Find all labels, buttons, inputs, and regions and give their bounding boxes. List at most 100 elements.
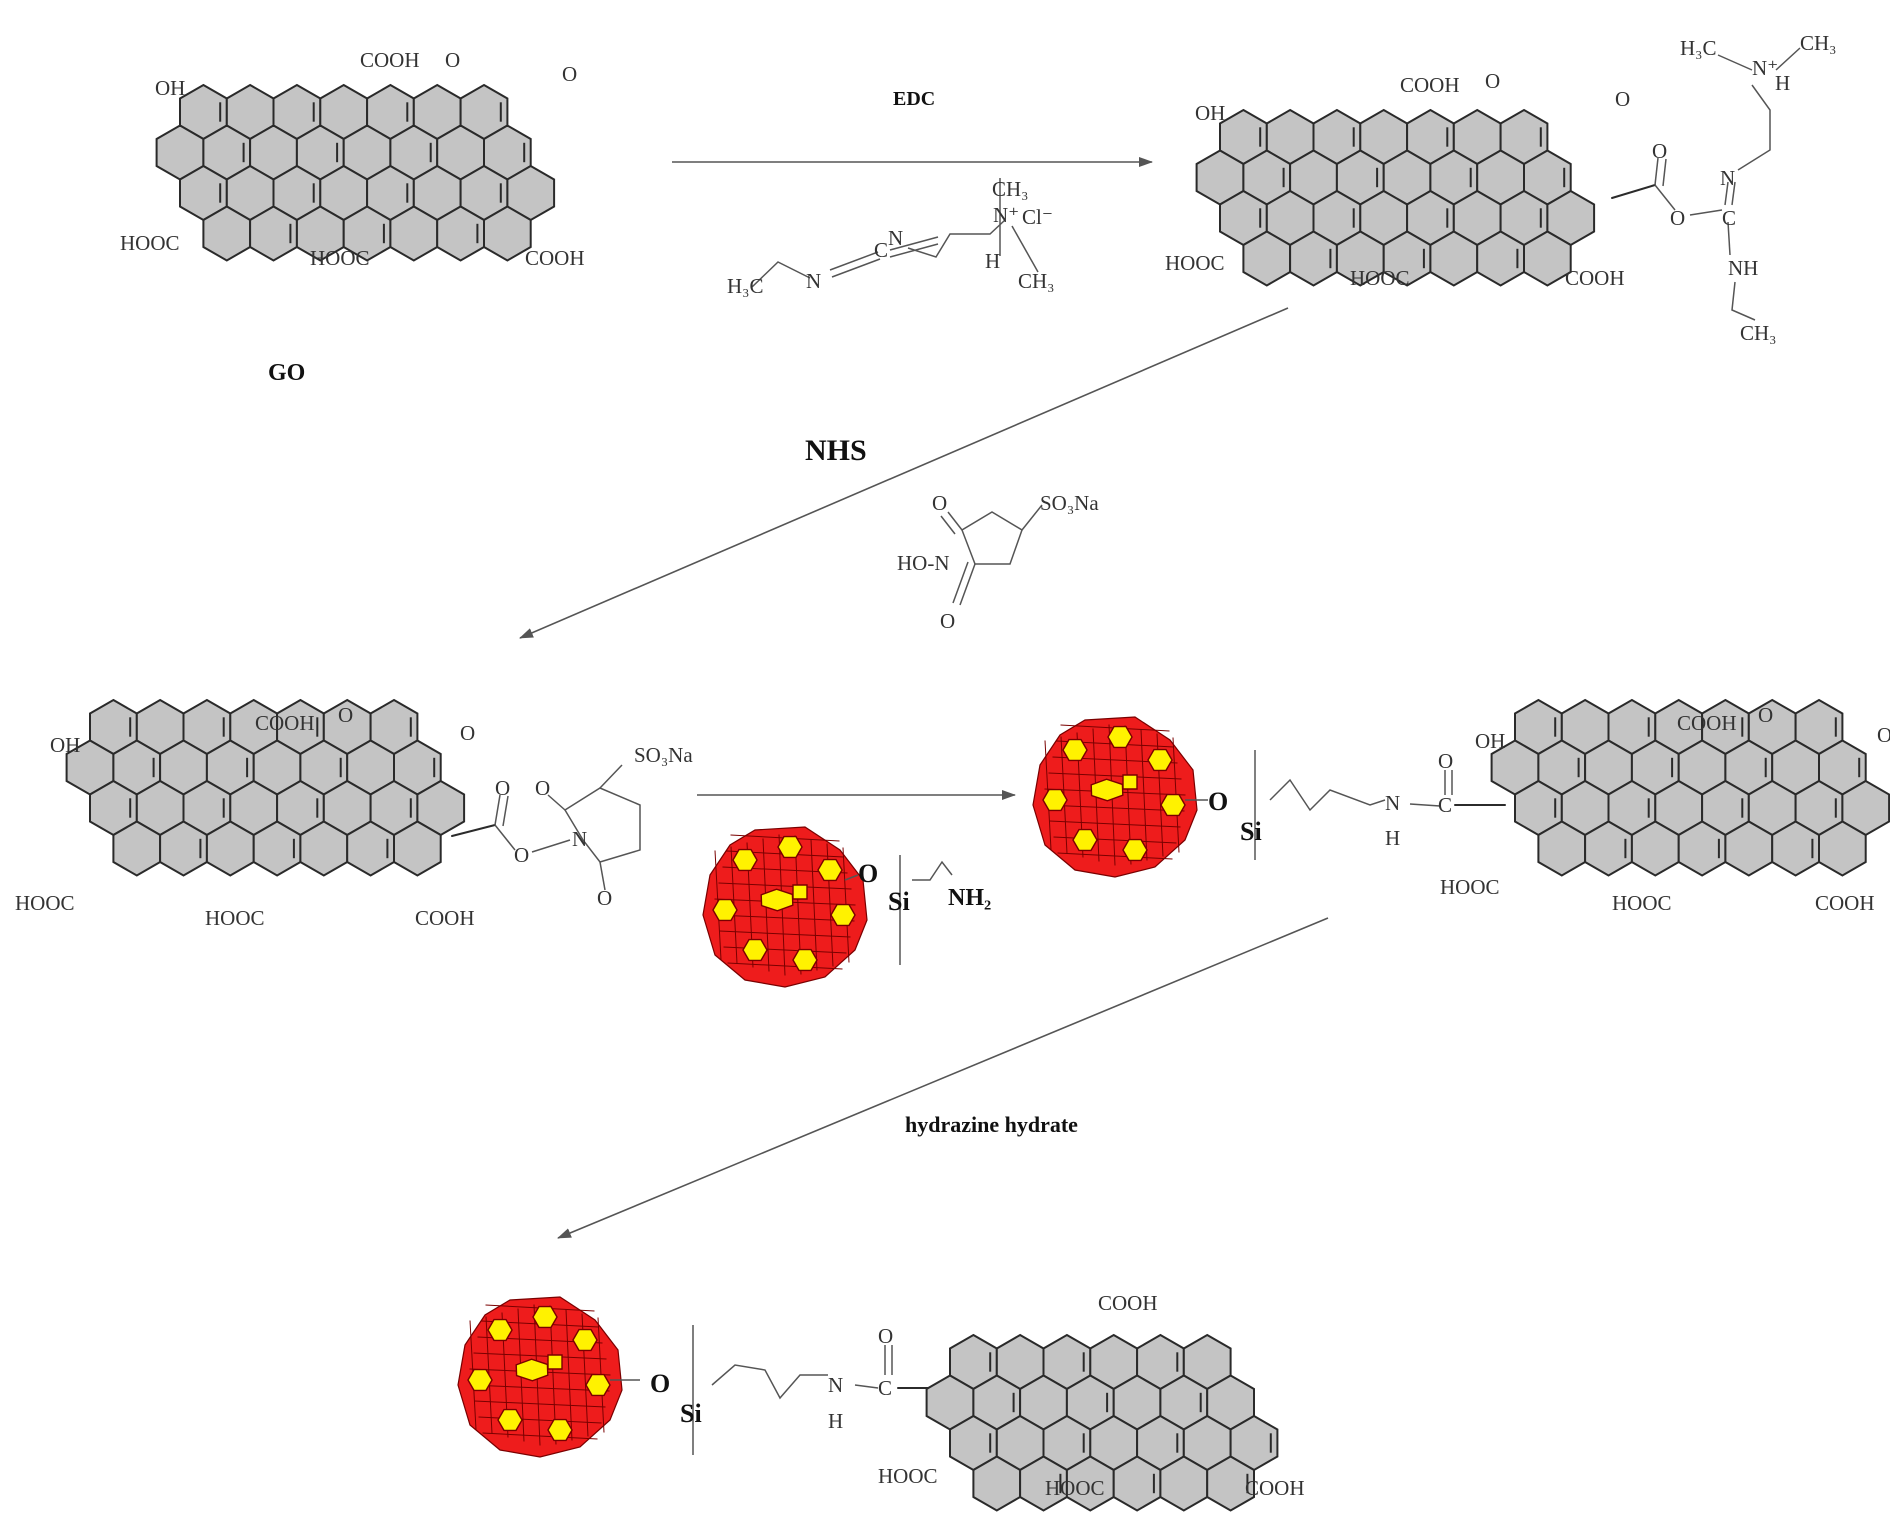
oh-label: OH [155,76,185,100]
yellow-cell [732,848,758,872]
nhs-o-top: O [932,491,947,515]
cell-line [565,1309,573,1441]
cell-line [1049,820,1181,828]
hex-ring [1523,230,1572,287]
cell-line [482,1432,598,1440]
cooh-label-bottom: COOH [525,246,585,270]
epoxide-o-label: O [1485,69,1500,93]
edc-ch3-top: CH₃ [992,177,1029,201]
aptes-si: Si [888,887,910,916]
edc-label: EDC [893,88,935,110]
ester-so3na: SO₃Na [634,743,693,767]
final-linker-h: H [828,1409,843,1433]
graphene-lattice [155,83,556,262]
yellow-cell [547,1354,563,1370]
epoxide-o-label: O [1758,703,1773,727]
yellow-cell [817,858,843,882]
yellow-cell [1090,778,1124,802]
yellow-cell [1072,828,1098,852]
hex-ring [393,820,442,877]
chain-ester-o: O [1670,206,1685,230]
chain-nplus: N⁺ [1752,56,1778,80]
hooc-label-left: HOOC [1165,251,1225,275]
ketone-o-label: O [460,721,475,745]
chain-nh: NH [1728,256,1758,280]
linker-carbonyl-o: O [1438,749,1453,773]
edc-c: C [874,238,888,262]
yellow-cell [1122,774,1138,790]
ester-o-carbonyl: O [495,776,510,800]
yellow-cell [1042,788,1068,812]
final-linker-si: Si [680,1399,702,1428]
yellow-cell [497,1408,523,1432]
cell-line [470,1384,610,1392]
yellow-cell [1122,838,1148,862]
nhs-so3na: SO₃Na [1040,491,1099,515]
aptes-nh2: NH₂ [948,885,991,911]
linker-n: N [1385,791,1400,815]
graphene-lattice [1195,108,1596,287]
edc-ch3-bottom: CH₃ [1018,269,1055,293]
ketone-o-label: O [1877,723,1890,747]
conjugate-nanoparticle [1032,716,1198,878]
yellow-cell [792,948,818,972]
hydrazine-arrow [557,917,1329,1239]
nhs-ho-n: HO-N [897,551,950,575]
chain-h: H [1775,71,1790,95]
chain-carbonyl-o: O [1652,139,1667,163]
ester-n: N [572,827,587,851]
go-sheet: OH COOH O O HOOC HOOC COOH [120,48,585,270]
graphene-lattice [1490,698,1890,877]
sulfo-nhs-structure: O O HO-N SO₃Na [897,491,1099,633]
hooc-label-bottom: HOOC [205,906,265,930]
cell-line [727,962,843,970]
final-linker-o: O [650,1369,670,1398]
yellow-cell [532,1305,558,1329]
hex-ring [483,205,532,262]
final-linker-carbonyl-o: O [878,1324,893,1348]
final-amide-linker: O Si N H C O [610,1324,949,1455]
final-nanoparticle [457,1296,623,1458]
silica-nanoparticle [1032,716,1198,878]
aptes-o: O [858,859,878,888]
yellow-cell [1107,725,1133,749]
reduced-go-sheet: COOH HOOC HOOC COOH [878,1291,1305,1512]
yellow-cell [487,1318,513,1342]
nhs-ester-go: OH COOH O O HOOC HOOC COOH [15,698,475,930]
yellow-cell [712,898,738,922]
yellow-cell [1160,793,1186,817]
edc-cl: Cl⁻ [1022,205,1053,229]
hex-ring [1818,820,1867,877]
cell-line [810,839,818,971]
chain-h3c: H₃C [1680,36,1717,60]
cell-line [1045,804,1185,812]
hooc-label-bottom: HOOC [310,246,370,270]
cooh-label: COOH [1400,73,1460,97]
yellow-cell [777,835,803,859]
edc-structure: H₃C N C N N⁺ H CH₃ CH₃ Cl⁻ [727,177,1055,298]
final-linker-n: N [828,1373,843,1397]
ketone-o-label: O [1615,87,1630,111]
cell-line [1057,852,1173,860]
aptes-linker: O Si NH₂ [844,855,991,965]
linker-o: O [1208,787,1228,816]
cell-line [715,914,855,922]
cooh-label: COOH [360,48,420,72]
yellow-cell [742,938,768,962]
linker-h: H [1385,826,1400,850]
yellow-cell [585,1373,611,1397]
chain-ch3-top: CH₃ [1800,31,1837,55]
edc-n2: N [888,226,903,250]
ester-o-link: O [514,843,529,867]
hooc-label-left: HOOC [15,891,75,915]
nhs-ester-group: O O N O O SO₃Na [451,743,693,910]
hooc-label-left: HOOC [878,1464,938,1488]
ester-o-bottom: O [597,886,612,910]
cell-line [719,930,851,938]
hydrazine-label: hydrazine hydrate [905,1112,1078,1137]
amine-nanoparticle [702,826,868,988]
hooc-label-bottom: HOOC [1612,891,1672,915]
cooh-label: COOH [1677,711,1737,735]
oh-label: OH [1475,729,1505,753]
